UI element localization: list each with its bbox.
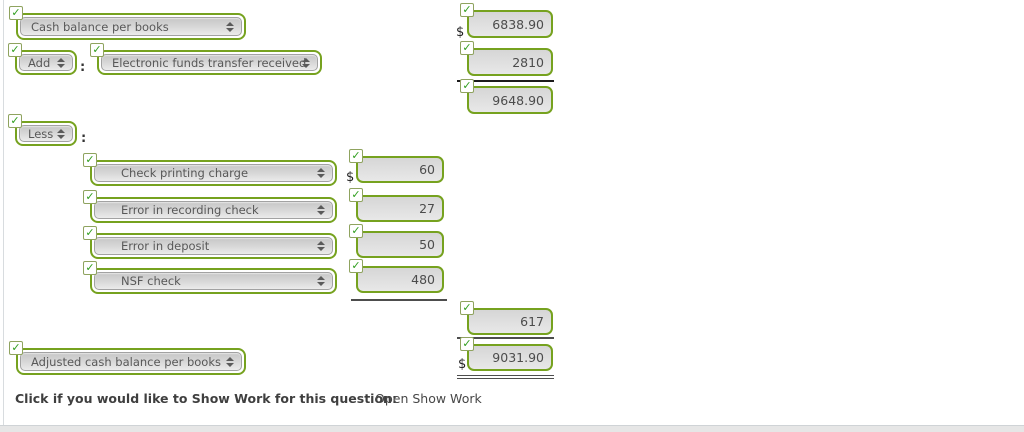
amount-field-error-recording: ✓ xyxy=(349,188,444,222)
checkbox-checked-icon[interactable]: ✓ xyxy=(460,301,474,315)
select-pill: Less xyxy=(19,125,73,142)
checkbox-checked-icon[interactable]: ✓ xyxy=(8,43,22,57)
select-pill: Adjusted cash balance per books xyxy=(20,352,242,371)
amount-field-error-deposit: ✓ xyxy=(349,224,444,258)
amount-field-adjusted-balance: ✓ xyxy=(460,337,553,371)
amount-input-error-deposit[interactable] xyxy=(356,231,444,258)
checkbox-checked-icon[interactable]: ✓ xyxy=(460,337,474,351)
left-border-divider xyxy=(3,0,4,425)
stepper-icon xyxy=(317,168,325,178)
currency-symbol: $ xyxy=(456,25,465,40)
select-less[interactable]: ✓ Less xyxy=(8,114,77,146)
amount-input-deductions-total[interactable] xyxy=(467,308,553,335)
amount-input-nsf-check[interactable] xyxy=(356,266,444,293)
select-check-printing-charge[interactable]: ✓ Check printing charge xyxy=(83,153,337,186)
amount-field-cash-balance: ✓ xyxy=(460,3,553,38)
subtotal-rule xyxy=(457,80,554,82)
checkbox-checked-icon[interactable]: ✓ xyxy=(349,224,363,238)
select-label: Error in recording check xyxy=(121,203,259,217)
amount-field-nsf-check: ✓ xyxy=(349,259,444,293)
select-label: Add xyxy=(28,55,51,70)
select-add[interactable]: ✓ Add xyxy=(8,43,77,75)
select-pill: Electronic funds transfer received xyxy=(101,54,318,71)
stepper-icon xyxy=(317,205,325,215)
checkbox-checked-icon[interactable]: ✓ xyxy=(460,41,474,55)
select-cash-balance-per-books[interactable]: ✓ Cash balance per books xyxy=(9,6,246,40)
stepper-icon xyxy=(226,356,234,367)
select-label: Electronic funds transfer received xyxy=(112,55,307,70)
select-label: Cash balance per books xyxy=(31,19,169,34)
amount-field-subtotal: ✓ xyxy=(460,79,553,114)
checkbox-checked-icon[interactable]: ✓ xyxy=(460,3,474,17)
select-pill: NSF check xyxy=(94,272,333,290)
checkbox-checked-icon[interactable]: ✓ xyxy=(90,43,104,57)
checkbox-checked-icon[interactable]: ✓ xyxy=(83,226,97,240)
currency-symbol: $ xyxy=(346,170,355,185)
total-rule xyxy=(457,337,554,339)
checkbox-checked-icon[interactable]: ✓ xyxy=(349,188,363,202)
stepper-icon xyxy=(302,57,310,68)
select-adjusted-cash-balance[interactable]: ✓ Adjusted cash balance per books xyxy=(9,341,246,375)
stepper-icon xyxy=(317,276,325,286)
select-error-recording-check[interactable]: ✓ Error in recording check xyxy=(83,190,337,223)
stepper-icon xyxy=(57,128,65,139)
select-pill: Cash balance per books xyxy=(20,17,242,36)
amount-field-eft: ✓ xyxy=(460,41,553,76)
amount-input-subtotal[interactable] xyxy=(467,86,553,114)
amount-input-error-recording[interactable] xyxy=(356,195,444,222)
amount-input-eft[interactable] xyxy=(467,48,553,76)
select-label: Adjusted cash balance per books xyxy=(31,354,221,369)
checkbox-checked-icon[interactable]: ✓ xyxy=(460,79,474,93)
select-pill: Add xyxy=(19,54,73,71)
checkbox-checked-icon[interactable]: ✓ xyxy=(349,149,363,163)
double-total-rule xyxy=(457,375,554,379)
checkbox-checked-icon[interactable]: ✓ xyxy=(9,6,23,20)
amount-input-adjusted-balance[interactable] xyxy=(467,344,553,371)
stepper-icon xyxy=(226,21,234,32)
select-electronic-funds-transfer[interactable]: ✓ Electronic funds transfer received xyxy=(90,43,322,75)
select-pill: Check printing charge xyxy=(94,164,333,182)
select-label: Error in deposit xyxy=(121,239,210,253)
stepper-icon xyxy=(57,57,65,68)
checkbox-checked-icon[interactable]: ✓ xyxy=(83,261,97,275)
checkbox-checked-icon[interactable]: ✓ xyxy=(83,153,97,167)
select-label: Check printing charge xyxy=(121,166,249,180)
select-nsf-check[interactable]: ✓ NSF check xyxy=(83,261,337,294)
checkbox-checked-icon[interactable]: ✓ xyxy=(8,114,22,128)
bottom-section-divider xyxy=(0,425,1024,432)
select-pill: Error in recording check xyxy=(94,201,333,219)
checkbox-checked-icon[interactable]: ✓ xyxy=(349,259,363,273)
select-pill: Error in deposit xyxy=(94,237,333,255)
amount-input-cash-balance[interactable] xyxy=(467,10,553,38)
amount-input-check-printing[interactable] xyxy=(356,156,444,183)
select-label: NSF check xyxy=(121,274,181,288)
colon-separator: : xyxy=(81,131,87,146)
select-error-in-deposit[interactable]: ✓ Error in deposit xyxy=(83,226,337,259)
open-show-work-link[interactable]: Open Show Work xyxy=(375,391,482,406)
show-work-prompt: Click if you would like to Show Work for… xyxy=(15,391,397,406)
amount-field-deductions-total: ✓ xyxy=(460,301,553,335)
amount-field-check-printing: ✓ xyxy=(349,149,444,183)
checkbox-checked-icon[interactable]: ✓ xyxy=(9,341,23,355)
currency-symbol: $ xyxy=(458,357,467,372)
deductions-rule xyxy=(351,299,447,301)
colon-separator: : xyxy=(80,60,86,75)
stepper-icon xyxy=(317,241,325,251)
select-label: Less xyxy=(28,126,54,141)
checkbox-checked-icon[interactable]: ✓ xyxy=(83,190,97,204)
